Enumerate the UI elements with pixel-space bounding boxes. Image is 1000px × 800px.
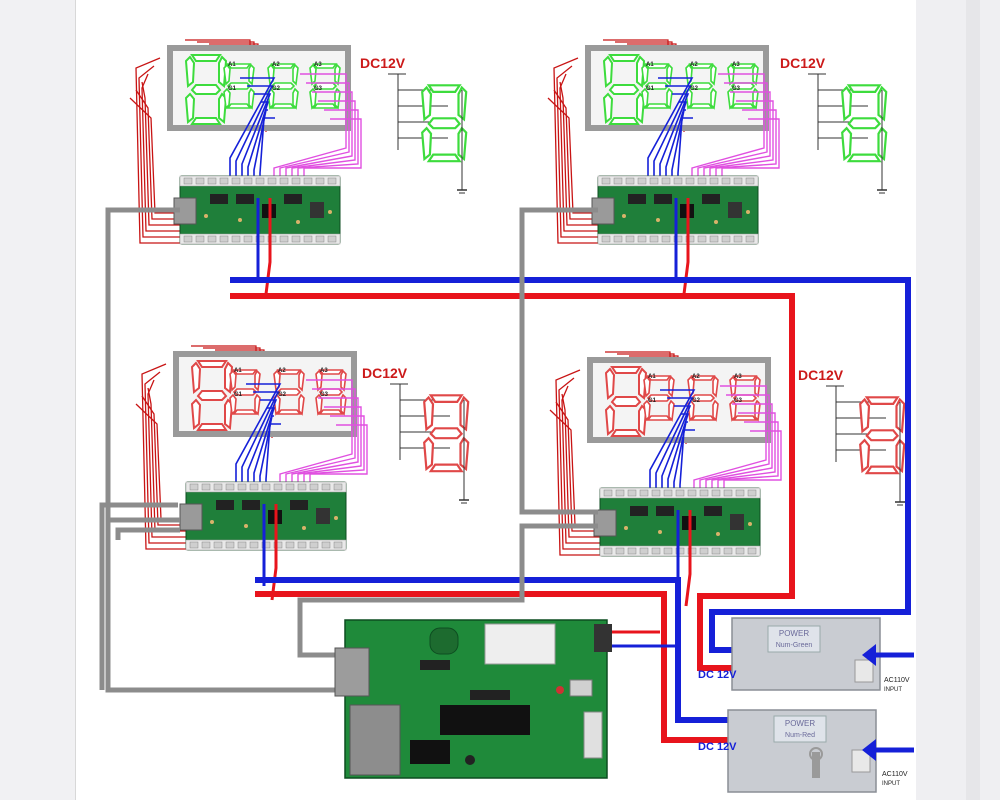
segment-label: G3 xyxy=(320,392,329,398)
segment-label: G1 xyxy=(228,86,237,92)
segment-label: A3 xyxy=(734,374,742,380)
ac-input-2-sub: INPUT xyxy=(882,781,900,787)
segment-label: G3 xyxy=(734,398,743,404)
segment-label: A2 xyxy=(278,368,286,374)
segment-label: A1 xyxy=(228,62,236,68)
segment-label: G3 xyxy=(732,86,741,92)
power-supply-icon: POWER Num-Red xyxy=(727,709,877,793)
side-pane xyxy=(916,0,1000,800)
segment-label: A2 xyxy=(692,374,700,380)
segment-label: A2 xyxy=(272,62,280,68)
seven-segment-digit-icon xyxy=(421,84,468,163)
ac-input-1-label: AC110V xyxy=(884,677,910,684)
segment-label: G1 xyxy=(234,392,243,398)
segment-label: G2 xyxy=(690,86,699,92)
psu-green-title: POWER xyxy=(779,629,809,638)
dc12v-label: DC12V xyxy=(798,367,844,383)
power-bus xyxy=(230,277,911,743)
dc12v-label: DC12V xyxy=(362,365,408,381)
arrow-left-icon xyxy=(862,739,914,761)
segment-label: G2 xyxy=(278,392,287,398)
segment-label: A1 xyxy=(234,368,242,374)
psu-green-subtitle: Num-Green xyxy=(776,642,813,649)
ground-icon xyxy=(456,181,468,194)
segment-label: G2 xyxy=(692,398,701,404)
main-controller-board-icon xyxy=(334,619,612,779)
seven-segment-digit-icon xyxy=(841,84,888,163)
dc12v-label-psu-green: DC 12V xyxy=(698,669,737,681)
segment-label: G2 xyxy=(272,86,281,92)
segment-label: A3 xyxy=(320,368,328,374)
segment-label: G1 xyxy=(646,86,655,92)
ground-icon xyxy=(458,491,470,504)
ground-icon xyxy=(894,493,906,506)
vertical-scrollbar[interactable] xyxy=(966,0,980,800)
segment-label: G3 xyxy=(314,86,323,92)
dc12v-label: DC12V xyxy=(360,55,406,71)
segment-label: A3 xyxy=(314,62,322,68)
seven-segment-digit-icon xyxy=(859,396,906,475)
arrow-left-icon xyxy=(862,644,914,666)
psu-red-title: POWER xyxy=(785,719,815,728)
power-supply-icon: POWER Num-Green xyxy=(731,617,881,691)
segment-label: A1 xyxy=(646,62,654,68)
segment-label: A2 xyxy=(690,62,698,68)
ac-input-2-label: AC110V xyxy=(882,771,908,778)
segment-label: A3 xyxy=(732,62,740,68)
segment-label: G1 xyxy=(648,398,657,404)
dc12v-label-psu-red: DC 12V xyxy=(698,741,737,753)
psu-red-subtitle: Num-Red xyxy=(785,732,815,739)
ground-icon xyxy=(876,181,888,194)
seven-segment-digit-icon xyxy=(423,394,470,473)
ac-input-1-sub: INPUT xyxy=(884,687,902,693)
data-cables xyxy=(99,207,598,693)
segment-label: A1 xyxy=(648,374,656,380)
dc12v-label: DC12V xyxy=(780,55,826,71)
